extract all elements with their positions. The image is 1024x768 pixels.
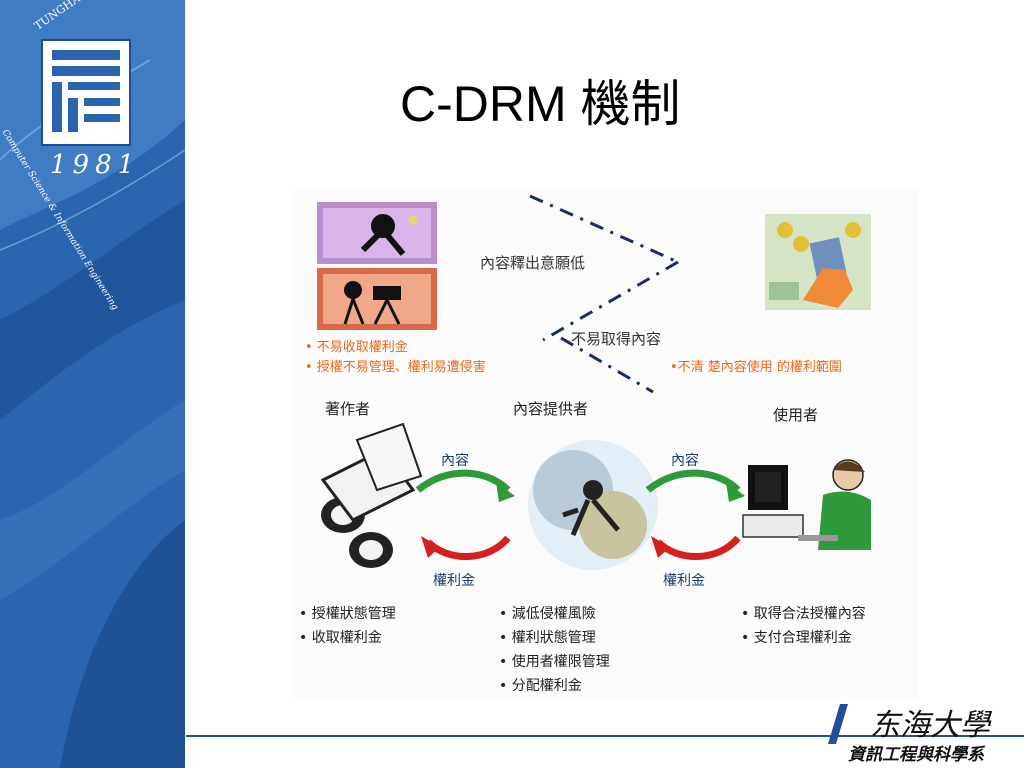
drm-diagram: 內容釋出意願低 不易取得內容 • 不易收取權利金 • 授權不易管理、權利易遭侵害… [293,190,918,698]
list-item: 收取權利金 [299,626,396,650]
author-bullets: 授權狀態管理 收取權利金 [299,602,396,650]
dancer-clipart-icon [317,202,437,264]
list-item: 支付合理權利金 [741,626,866,650]
list-item: 權利狀態管理 [499,626,610,650]
printing-press-clipart-icon [320,422,423,568]
list-item: 取得合法授權內容 [741,602,866,626]
university-emblem-icon [41,39,131,146]
provider-bullets: 減低侵權風險 權利狀態管理 使用者權限管理 分配權利金 [499,602,610,698]
bottom-arrow-label: 不易取得內容 [571,330,662,348]
flow-content-left: 內容 [441,453,469,469]
logo-main-text: 东海大學 [870,708,990,743]
top-arrow-label: 內容釋出意願低 [480,254,586,272]
sidebar-decoration: TUNGHAI UNIVERSITY 1981 Computer Science… [0,0,185,768]
page-title: C-DRM 機制 [400,76,681,132]
role-user: 使用者 [773,406,819,424]
author-note-line: • 授權不易管理、權利易遭侵害 [305,360,486,375]
list-item: 授權狀態管理 [299,602,396,626]
list-item: 使用者權限管理 [499,650,610,674]
slash-accent-icon [828,704,848,744]
footer-divider [186,735,1024,737]
money-hand-clipart-icon [765,214,871,310]
user-bullets: 取得合法授權內容 支付合理權利金 [741,602,866,650]
role-author: 著作者 [325,400,371,418]
flow-royalty-right: 權利金 [663,573,705,589]
department-logo: 东海大學 資訊工程與科學系 [840,698,1024,768]
role-provider: 內容提供者 [513,400,589,418]
list-item: 減低侵權風險 [499,602,610,626]
logo-sub-text: 資訊工程與科學系 [848,745,984,765]
author-notes: • 不易收取權利金 • 授權不易管理、權利易遭侵害 [305,338,486,378]
flow-content-right: 內容 [671,453,699,469]
flow-royalty-left: 權利金 [433,573,475,589]
user-note: •不清 楚內容使用 的權利範圍 [670,360,842,375]
sidebar-art [0,0,185,768]
computer-user-clipart-icon [742,459,871,550]
author-note-line: • 不易收取權利金 [305,340,408,355]
filmmaker-clipart-icon [317,268,437,330]
list-item: 分配權利金 [499,674,610,698]
gears-businessman-clipart-icon [528,440,658,570]
diagram-graphics [317,194,871,570]
emblem-year: 1981 [50,150,141,180]
